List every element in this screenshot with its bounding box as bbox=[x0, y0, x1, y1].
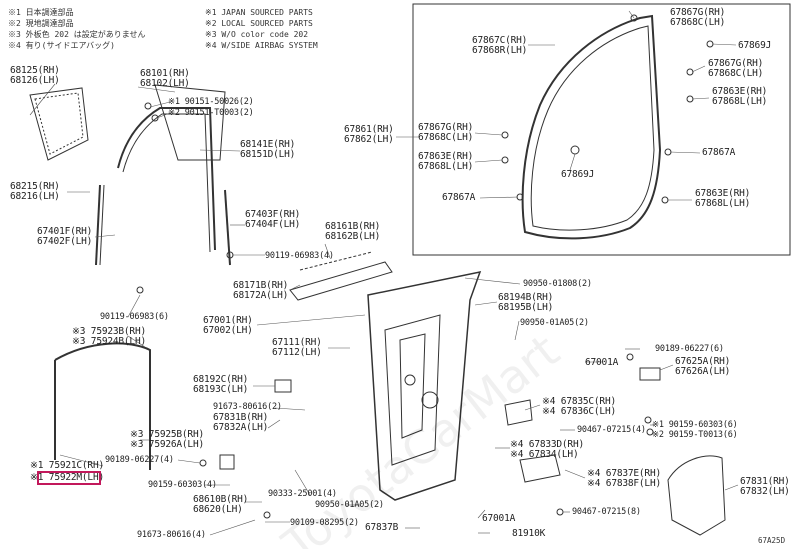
part-label-90189-06227-4[interactable]: 90189-06227(4) bbox=[105, 455, 174, 465]
legend-left-2: ※2 現地調達部品 bbox=[8, 19, 74, 28]
part-label-67863e-mid[interactable]: 67863E(RH) 67868L(LH) bbox=[418, 151, 474, 172]
part-label-68215[interactable]: 68215(RH) 68216(LH) bbox=[10, 181, 60, 202]
part-label-75921c[interactable]: ※1 75921C(RH) bbox=[30, 460, 104, 471]
part-label-90950-01a05[interactable]: 90950-01A05(2) bbox=[520, 318, 589, 328]
part-label-67111[interactable]: 67111(RH) 67112(LH) bbox=[272, 337, 322, 358]
highlight-box bbox=[37, 471, 101, 485]
part-label-91673-80616-2[interactable]: 91673-80616(2) bbox=[213, 402, 282, 412]
part-label-90151-t0003[interactable]: ※2 90151-T0003(2) bbox=[168, 108, 254, 118]
part-label-67861[interactable]: 67861(RH) 67862(LH) bbox=[344, 124, 394, 145]
part-label-68610b[interactable]: 68610B(RH) 68620(LH) bbox=[193, 494, 249, 515]
part-label-67863e-bottom[interactable]: 67863E(RH) 67868L(LH) bbox=[695, 188, 751, 209]
part-label-90151-50026[interactable]: ※1 90151-50026(2) bbox=[168, 97, 254, 107]
part-label-67867a-right[interactable]: 67867A bbox=[702, 147, 736, 158]
part-label-67867c[interactable]: 67867C(RH) 67868R(LH) bbox=[472, 35, 528, 56]
belt-moulding-shape bbox=[289, 261, 393, 301]
part-label-67833d[interactable]: ※4 67833D(RH) ※4 67834(LH) bbox=[510, 439, 584, 460]
weatherstrip-inner bbox=[530, 25, 655, 231]
part-label-75925b[interactable]: ※3 75925B(RH) ※3 75926A(LH) bbox=[130, 429, 204, 450]
legend-right-2: ※2 LOCAL SOURCED PARTS bbox=[205, 19, 313, 28]
legend-left-3: ※3 外板色 202 は設定がありません bbox=[8, 30, 146, 39]
part-label-67867g-top[interactable]: 67867G(RH) 67868C(LH) bbox=[670, 7, 726, 28]
diagram-code: 67A25D bbox=[758, 536, 786, 545]
part-label-67401f[interactable]: 67401F(RH) 67402F(LH) bbox=[37, 226, 93, 247]
part-label-68141e[interactable]: 68141E(RH) 68151D(LH) bbox=[240, 139, 296, 160]
part-label-67625a[interactable]: 67625A(RH) 67626A(LH) bbox=[675, 356, 731, 377]
part-label-90159-60303-4[interactable]: 90159-60303(4) bbox=[148, 480, 217, 490]
part-label-68125[interactable]: 68125(RH) 68126(LH) bbox=[10, 65, 60, 86]
part-label-67831[interactable]: 67831(RH) 67832(LH) bbox=[740, 476, 790, 497]
rear-channel-shape bbox=[54, 342, 151, 470]
part-label-67867g[interactable]: 67867G(RH) 67868C(LH) bbox=[708, 58, 764, 79]
part-label-90109-08295[interactable]: 90109-08295(2) bbox=[290, 518, 359, 528]
door-panel-shape bbox=[367, 270, 482, 501]
part-label-90119-06983-4[interactable]: 90119-06983(4) bbox=[265, 251, 334, 261]
part-label-90159-60303-6[interactable]: ※1 90159-60303(6) ※2 90159-T0013(6) bbox=[652, 420, 738, 440]
legend-right-4: ※4 W/SIDE AIRBAG SYSTEM bbox=[205, 41, 318, 50]
part-label-67403f[interactable]: 67403F(RH) 67404F(LH) bbox=[245, 209, 301, 230]
part-label-67831b[interactable]: 67831B(RH) 67832A(LH) bbox=[213, 412, 269, 433]
part-label-67001a-right[interactable]: 67001A bbox=[585, 357, 619, 368]
part-label-68101[interactable]: 68101(RH) 68102(LH) bbox=[140, 68, 190, 89]
part-label-67837b[interactable]: 67837B bbox=[365, 522, 399, 533]
weatherstrip-shape bbox=[521, 14, 662, 240]
door-glass-shape bbox=[154, 84, 226, 161]
part-label-90189-06227-6[interactable]: 90189-06227(6) bbox=[655, 344, 724, 354]
part-label-67869j-top[interactable]: 67869J bbox=[738, 40, 772, 51]
part-label-90467-07215-8[interactable]: 90467-07215(8) bbox=[572, 507, 641, 517]
part-label-90467-07215-4[interactable]: 90467-07215(4) bbox=[577, 425, 646, 435]
part-label-67835c[interactable]: ※4 67835C(RH) ※4 67836C(LH) bbox=[542, 396, 616, 417]
part-label-67867g-mid[interactable]: 67867G(RH) 67868C(LH) bbox=[418, 122, 474, 143]
glass-front-shape bbox=[29, 87, 89, 161]
part-label-81910k[interactable]: 81910K bbox=[512, 528, 546, 539]
channel-front bbox=[117, 107, 216, 251]
part-label-68194b[interactable]: 68194B(RH) 68195B(LH) bbox=[498, 292, 554, 313]
legend-left-4: ※4 有り(サイドエアバッグ) bbox=[8, 41, 115, 50]
part-label-68171b[interactable]: 68171B(RH) 68172A(LH) bbox=[233, 280, 289, 301]
part-label-67867a[interactable]: 67867A bbox=[442, 192, 476, 203]
part-label-67863e[interactable]: 67863E(RH) 67868L(LH) bbox=[712, 86, 768, 107]
part-label-90950-01808[interactable]: 90950-01808(2) bbox=[523, 279, 592, 289]
inset-frame bbox=[412, 3, 791, 256]
part-label-75922m[interactable]: ※1 75922M(LH) bbox=[30, 472, 104, 483]
part-label-67001a[interactable]: 67001A bbox=[482, 513, 516, 524]
legend-right-1: ※1 JAPAN SOURCED PARTS bbox=[205, 8, 313, 17]
part-label-67837e[interactable]: ※4 67837E(RH) ※4 67838F(LH) bbox=[587, 468, 661, 489]
legend-left-1: ※1 日本調達部品 bbox=[8, 8, 74, 17]
part-label-75923b[interactable]: ※3 75923B(RH) ※3 75924B(LH) bbox=[72, 326, 146, 347]
part-label-91673-80616-4[interactable]: 91673-80616(4) bbox=[137, 530, 206, 540]
part-label-90333-25001[interactable]: 90333-25001(4) bbox=[268, 489, 337, 499]
part-label-90950-01a05-bottom[interactable]: 90950-01A05(2) bbox=[315, 500, 384, 510]
part-label-90119-06983-6[interactable]: 90119-06983(6) bbox=[100, 312, 169, 322]
part-label-67001[interactable]: 67001(RH) 67002(LH) bbox=[203, 315, 253, 336]
part-label-68192c[interactable]: 68192C(RH) 68193C(LH) bbox=[193, 374, 249, 395]
legend-right-3: ※3 W/O color code 202 bbox=[205, 30, 309, 39]
part-label-68161b[interactable]: 68161B(RH) 68162B(LH) bbox=[325, 221, 381, 242]
shield-shape bbox=[667, 455, 726, 536]
part-label-67869j[interactable]: 67869J bbox=[561, 169, 595, 180]
